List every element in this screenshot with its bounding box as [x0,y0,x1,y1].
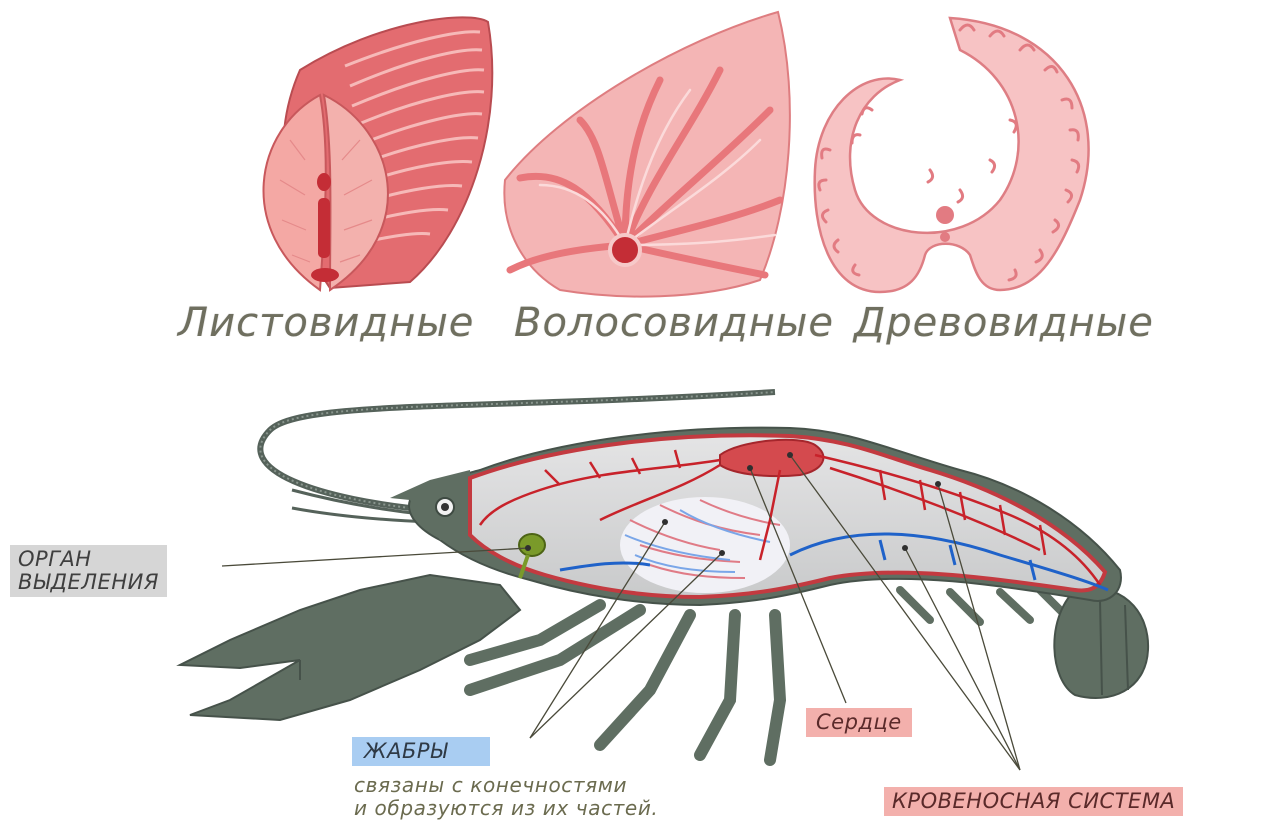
excretory-organ-label-line2: ВЫДЕЛЕНИЯ [18,570,159,594]
heart-label: Сердце [806,708,912,737]
gills-note-line1: связаны с конечностями [354,774,658,797]
excretory-organ-label: ОРГАН ВЫДЕЛЕНИЯ [10,545,167,597]
crayfish-illustration [180,392,1148,760]
gills-note-line2: и образуются из их частей. [354,797,658,820]
tree-gill-illustration [815,18,1089,292]
gills-note: связаны с конечностями и образуются из и… [354,774,658,820]
hair-gill-title: Волосовидные [514,300,834,346]
hair-gill-illustration [504,12,790,297]
leaf-gill-title: Листовидные [178,300,474,346]
tree-gill-title: Древовидные [854,300,1154,346]
gills-label: ЖАБРЫ [352,737,490,766]
leaf-gill-illustration [264,17,493,290]
circulatory-system-label: КРОВЕНОСНАЯ СИСТЕМА [884,787,1183,816]
excretory-organ-label-line1: ОРГАН [18,547,92,571]
